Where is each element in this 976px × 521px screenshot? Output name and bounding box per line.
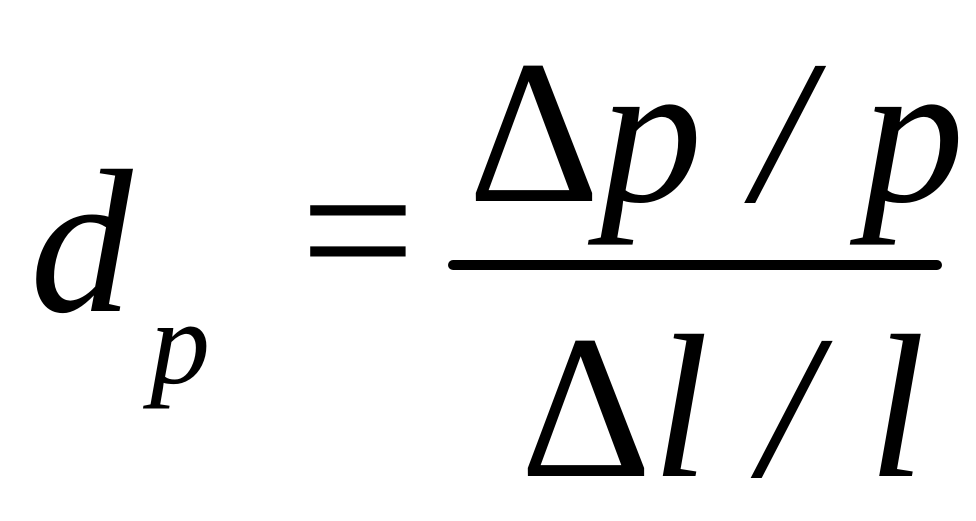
numerator-var2: p [861,19,965,246]
lhs-subscript: p [150,276,210,409]
equals-sign: = [300,117,416,344]
numerator-slash: / [702,19,862,246]
denominator-delta: Δ [520,294,652,521]
numerator-var1: p [599,19,703,246]
denominator: Δl / l [520,305,925,510]
denominator-var1: l [651,294,709,521]
denominator-var2: l [868,294,926,521]
fraction-bar [448,260,942,270]
numerator-delta: Δ [468,19,600,246]
denominator-slash: / [708,294,869,521]
lhs-symbol: d [30,129,133,356]
numerator: Δp / p [468,30,964,235]
